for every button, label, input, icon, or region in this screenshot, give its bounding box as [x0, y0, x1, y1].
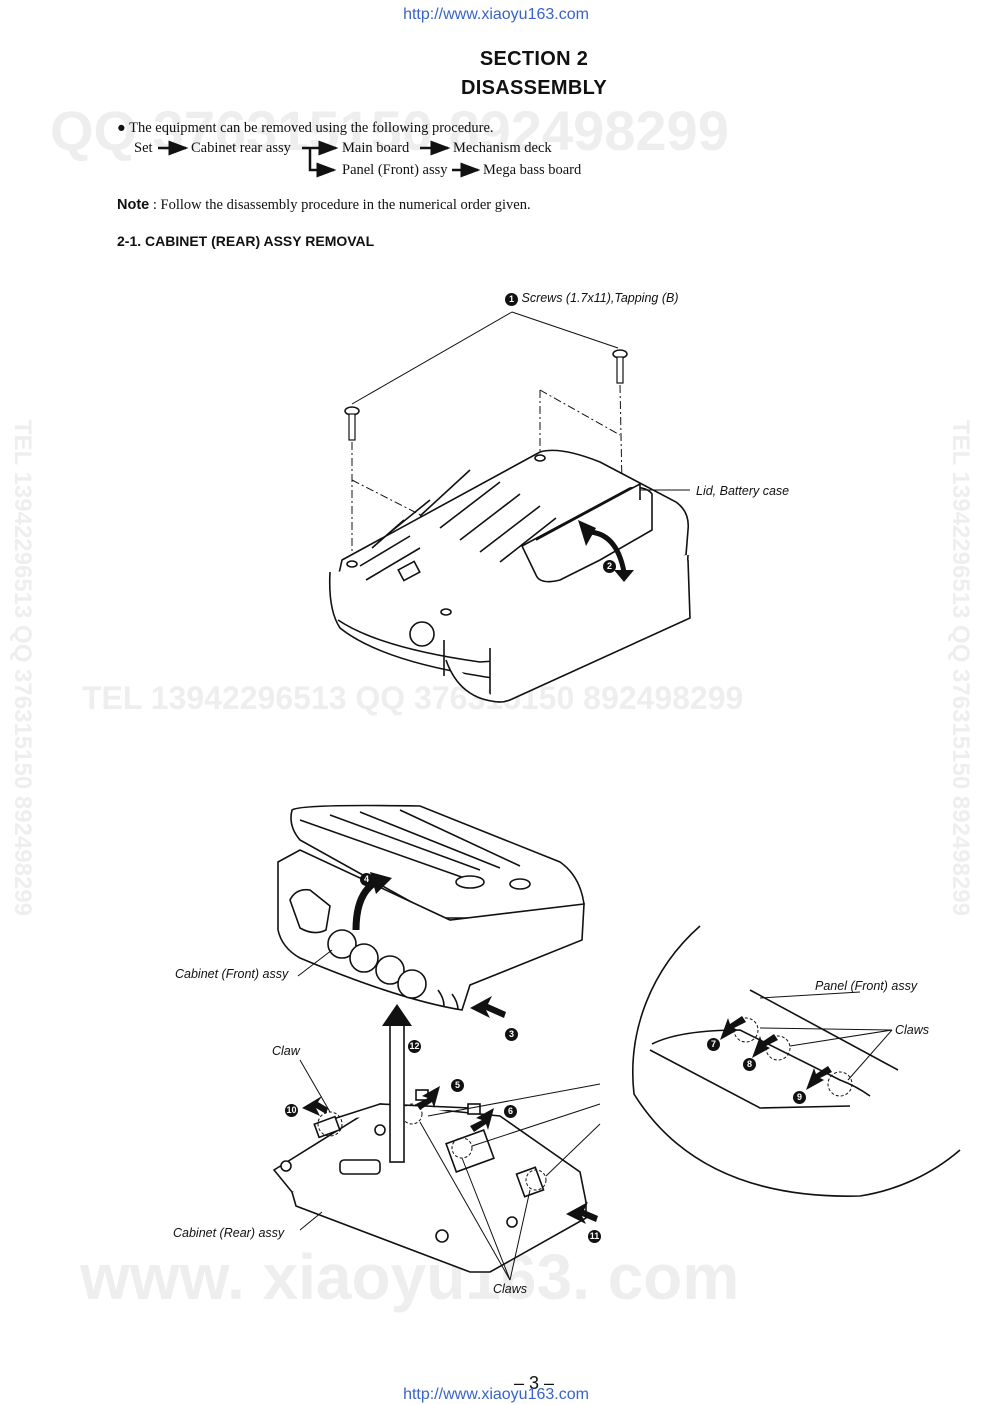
- url-top[interactable]: http://www.xiaoyu163.com: [403, 6, 589, 23]
- flow-set: Set: [134, 140, 153, 156]
- intro-bullet: ● The equipment can be removed using the…: [117, 120, 494, 137]
- lid-battery-label: Lid, Battery case: [696, 484, 790, 498]
- step-8-badge: 8: [743, 1054, 756, 1072]
- url-bottom[interactable]: http://www.xiaoyu163.com: [403, 1386, 589, 1403]
- push-arrows-icon: [302, 996, 832, 1224]
- screw-left-icon: [344, 406, 360, 441]
- screws-text: Screws (1.7x11),Tapping (B): [521, 291, 679, 305]
- step-9-badge: 9: [793, 1087, 806, 1105]
- step-2-badge: 2: [603, 556, 616, 574]
- subsection-title: 2-1. CABINET (REAR) ASSY REMOVAL: [117, 233, 375, 249]
- cabinet-rear-label: Cabinet (Rear) assy: [173, 1226, 285, 1240]
- step-3-badge: 3: [505, 1024, 518, 1042]
- step-4-badge: 4: [360, 869, 373, 887]
- section-number: SECTION 2: [479, 48, 589, 70]
- step-11-badge: 11: [588, 1230, 601, 1243]
- flow-main-board: Main board: [342, 140, 410, 156]
- note: Note : Follow the disassembly procedure …: [117, 197, 531, 214]
- claws-bottom-label: Claws: [493, 1282, 528, 1296]
- note-label: Note: [117, 197, 150, 213]
- front-lid-open-icon: [290, 804, 585, 919]
- step-7-badge: 7: [707, 1034, 720, 1052]
- step-5-badge: 5: [451, 1075, 464, 1093]
- flow-mega-bass: Mega bass board: [483, 162, 582, 178]
- flow-panel-front: Panel (Front) assy: [342, 162, 448, 178]
- cabinet-front-label: Cabinet (Front) assy: [175, 967, 289, 981]
- flow-branch-icon: [302, 146, 334, 170]
- claws-right-label: Claws: [895, 1023, 930, 1037]
- page-title: DISASSEMBLY: [461, 77, 607, 99]
- intro-text: The equipment can be removed using the f…: [129, 120, 494, 136]
- bullet-dot-icon: ●: [117, 120, 126, 136]
- flow-mechanism-deck: Mechanism deck: [453, 140, 552, 156]
- cabinet-front-body: [277, 849, 585, 1011]
- flow-cabinet-rear: Cabinet rear assy: [191, 140, 291, 156]
- step-1-badge: 1: [505, 293, 518, 306]
- lift-arrow-12-icon: [382, 1004, 412, 1163]
- watermark-bottom: www. xiaoyu163. com: [80, 1241, 740, 1313]
- step-10-badge: 10: [285, 1104, 298, 1117]
- page-number: – 3 –: [513, 1373, 555, 1393]
- step-12-badge: 12: [408, 1040, 421, 1053]
- magnifier-circle: [632, 925, 961, 1197]
- screws-label: 1 Screws (1.7x11),Tapping (B): [505, 291, 679, 306]
- watermark-mid: TEL 13942296513 QQ 376315150 892498299: [82, 680, 744, 716]
- step-6-badge: 6: [504, 1101, 517, 1119]
- screw-right-icon: [612, 349, 628, 384]
- panel-front-label: Panel (Front) assy: [815, 979, 918, 993]
- note-text: : Follow the disassembly procedure in th…: [149, 197, 531, 213]
- cassette-player-rear-view: [328, 449, 691, 703]
- watermark-top: QQ 376315150 892498299: [50, 99, 729, 162]
- claw-left-label: Claw: [272, 1044, 300, 1058]
